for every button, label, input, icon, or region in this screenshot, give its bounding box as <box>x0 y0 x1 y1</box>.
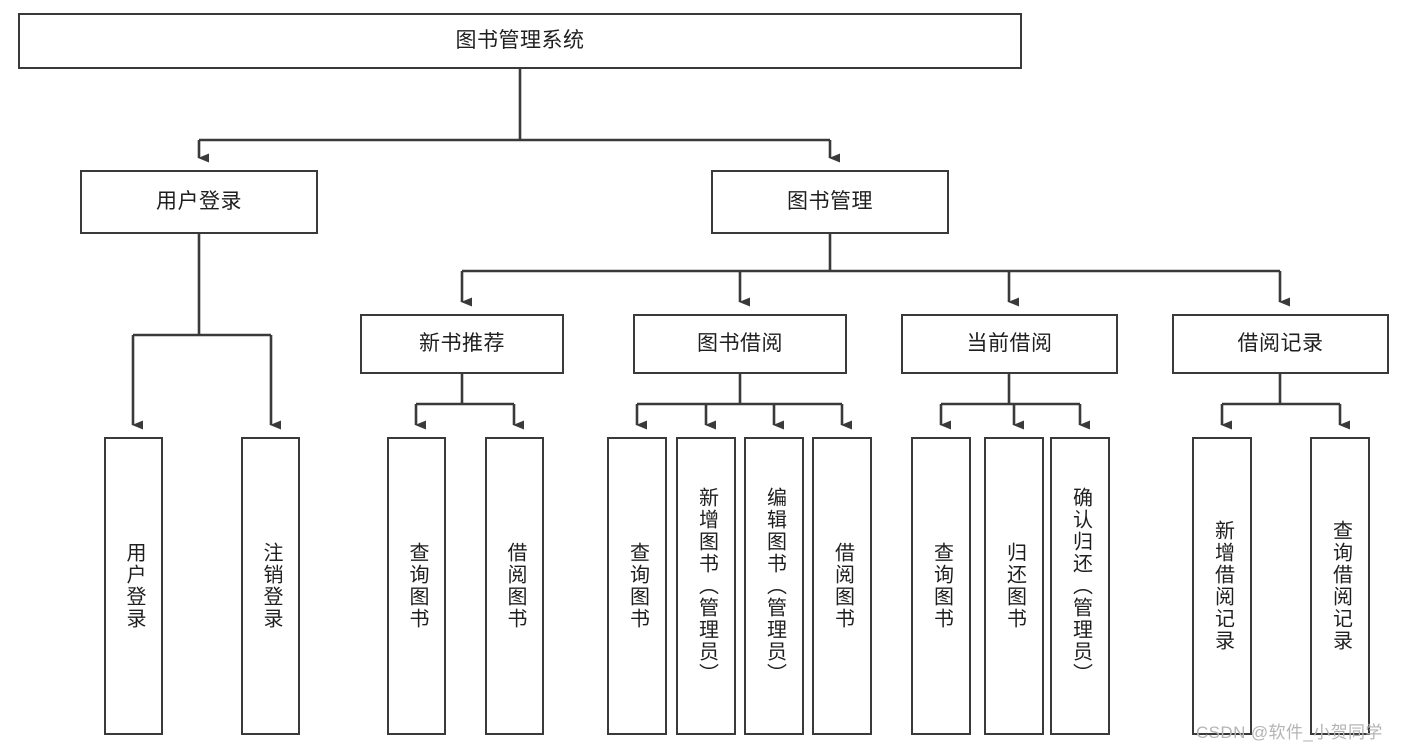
node-l2-new-book-recommend[interactable]: 新书推荐 <box>360 314 564 374</box>
node-leaf-leaf-return-book[interactable]: 归还图书 <box>984 437 1044 735</box>
node-label: 新书推荐 <box>419 332 505 356</box>
node-label: 用户登录 <box>156 190 242 214</box>
node-leaf-leaf-query-record[interactable]: 查询借阅记录 <box>1310 437 1370 735</box>
node-label: 图书管理 <box>787 190 873 214</box>
connector-newbook-to-leaves <box>414 374 524 430</box>
node-label: 图书管理系统 <box>455 29 585 53</box>
node-l1-book-manage[interactable]: 图书管理 <box>711 170 949 234</box>
node-leaf-leaf-add-book[interactable]: 新增图书（管理员） <box>676 437 736 735</box>
node-label: 注销登录 <box>260 542 282 630</box>
node-l2-book-borrow[interactable]: 图书借阅 <box>633 314 847 374</box>
node-l1-user-login[interactable]: 用户登录 <box>80 170 318 234</box>
node-label: 借阅图书 <box>504 542 526 630</box>
connector-bookmanage-to-level2 <box>460 234 1290 307</box>
node-label: 查询借阅记录 <box>1329 520 1352 652</box>
node-label: 新增借阅记录 <box>1211 520 1234 652</box>
connector-bookborrow-to-leaves <box>635 374 852 430</box>
node-label: 借阅图书 <box>831 542 854 630</box>
connector-currentborrow-to-leaves <box>939 374 1090 430</box>
node-leaf-leaf-borrow-book-1[interactable]: 借阅图书 <box>485 437 544 735</box>
node-leaf-leaf-confirm-return[interactable]: 确认归还（管理员） <box>1050 437 1110 735</box>
node-leaf-leaf-borrow-book-2[interactable]: 借阅图书 <box>812 437 872 735</box>
node-leaf-leaf-query-book-3[interactable]: 查询图书 <box>911 437 971 735</box>
node-leaf-leaf-query-book-1[interactable]: 查询图书 <box>387 437 446 735</box>
connector-borrowrecord-to-leaves <box>1220 374 1350 430</box>
node-leaf-leaf-logout[interactable]: 注销登录 <box>241 437 300 735</box>
node-label: 新增图书（管理员） <box>695 487 718 685</box>
node-l2-current-borrow[interactable]: 当前借阅 <box>901 314 1118 374</box>
node-label: 编辑图书（管理员） <box>763 487 786 685</box>
node-label: 确认归还（管理员） <box>1069 487 1092 685</box>
node-leaf-leaf-edit-book[interactable]: 编辑图书（管理员） <box>744 437 804 735</box>
node-leaf-leaf-add-record[interactable]: 新增借阅记录 <box>1192 437 1252 735</box>
csdn-watermark: CSDN @软件_小贺同学 <box>1196 723 1383 742</box>
node-label: 图书借阅 <box>697 332 783 356</box>
connector-userlogin-to-leaves <box>131 234 281 430</box>
node-root-root[interactable]: 图书管理系统 <box>18 13 1022 69</box>
node-label: 查询图书 <box>626 542 649 630</box>
node-label: 当前借阅 <box>966 332 1053 356</box>
connector-root-to-level1 <box>197 69 840 163</box>
node-leaf-leaf-query-book-2[interactable]: 查询图书 <box>607 437 667 735</box>
node-label: 借阅记录 <box>1237 332 1324 356</box>
node-leaf-leaf-user-login[interactable]: 用户登录 <box>104 437 163 735</box>
node-label: 归还图书 <box>1003 542 1026 630</box>
node-label: 查询图书 <box>930 542 953 630</box>
node-label: 查询图书 <box>406 542 428 630</box>
node-l2-borrow-record[interactable]: 借阅记录 <box>1172 314 1389 374</box>
node-label: 用户登录 <box>123 542 145 630</box>
